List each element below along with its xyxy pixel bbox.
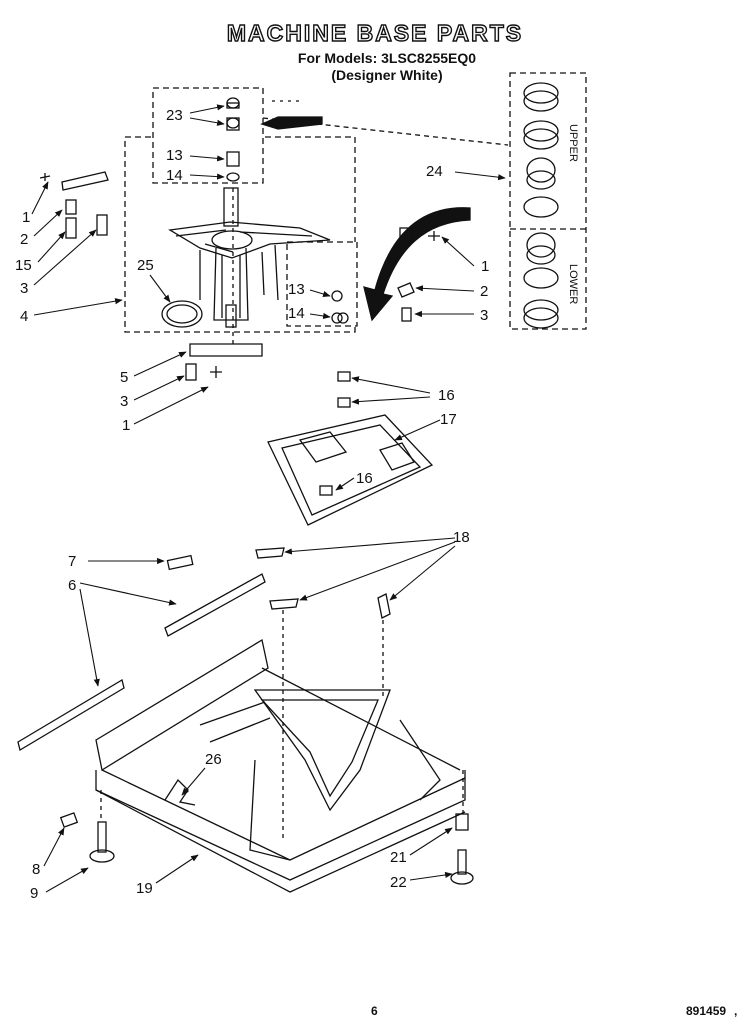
callout-22: 22 xyxy=(390,874,407,891)
callout-3: 3 xyxy=(120,393,128,410)
callout-16: 16 xyxy=(438,387,455,404)
arrow-to-bearings xyxy=(363,207,471,322)
document-number: 891459 xyxy=(686,1004,727,1018)
callout-14: 14 xyxy=(288,305,305,322)
bearing-parts-box xyxy=(286,241,358,327)
page-title: MACHINE BASE PARTS xyxy=(226,19,524,46)
lower-label: LOWER xyxy=(567,264,579,304)
callout-17: 17 xyxy=(440,411,457,428)
callout-26: 26 xyxy=(205,751,222,768)
callout-13: 13 xyxy=(288,281,305,298)
callout-3: 3 xyxy=(20,280,28,297)
callout-3: 3 xyxy=(480,307,488,324)
callout-8: 8 xyxy=(32,861,40,878)
color-line: (Designer White) xyxy=(331,67,443,83)
model-line: For Models: 3LSC8255EQ0 xyxy=(297,50,477,66)
callout-1: 1 xyxy=(481,258,489,275)
callout-15: 15 xyxy=(15,257,32,274)
callout-6: 6 xyxy=(68,577,76,594)
callout-13: 13 xyxy=(166,147,183,164)
callout-19: 19 xyxy=(136,880,153,897)
callout-1: 1 xyxy=(22,209,30,226)
clip-part xyxy=(164,778,196,806)
callout-7: 7 xyxy=(68,553,76,570)
support-frame-part xyxy=(267,371,434,526)
bracket-part xyxy=(189,343,263,357)
callout-5: 5 xyxy=(120,369,128,386)
machine-base-part xyxy=(95,638,466,893)
callout-23: 23 xyxy=(166,107,183,124)
page-number: 6 xyxy=(371,1004,378,1018)
callout-2: 2 xyxy=(20,231,28,248)
callout-21: 21 xyxy=(390,849,407,866)
arrow-to-hub xyxy=(260,116,323,130)
callout-4: 4 xyxy=(20,308,28,325)
callout-25: 25 xyxy=(137,257,154,274)
ring-part xyxy=(161,300,203,328)
callout-16: 16 xyxy=(356,470,373,487)
callout-14: 14 xyxy=(166,167,183,184)
callout-2: 2 xyxy=(480,283,488,300)
callout-18: 18 xyxy=(453,529,470,546)
callout-1: 1 xyxy=(122,417,130,434)
callout-24: 24 xyxy=(426,163,443,180)
hub-parts-box xyxy=(152,87,264,184)
callout-9: 9 xyxy=(30,885,38,902)
kit-box xyxy=(509,72,587,330)
upper-label: UPPER xyxy=(567,124,579,162)
footer-mark: , xyxy=(734,1004,738,1018)
model-subtitle: For Models: 3LSC8255EQ0 (Designer White) xyxy=(292,50,482,84)
seal-kit-parts xyxy=(523,82,559,329)
